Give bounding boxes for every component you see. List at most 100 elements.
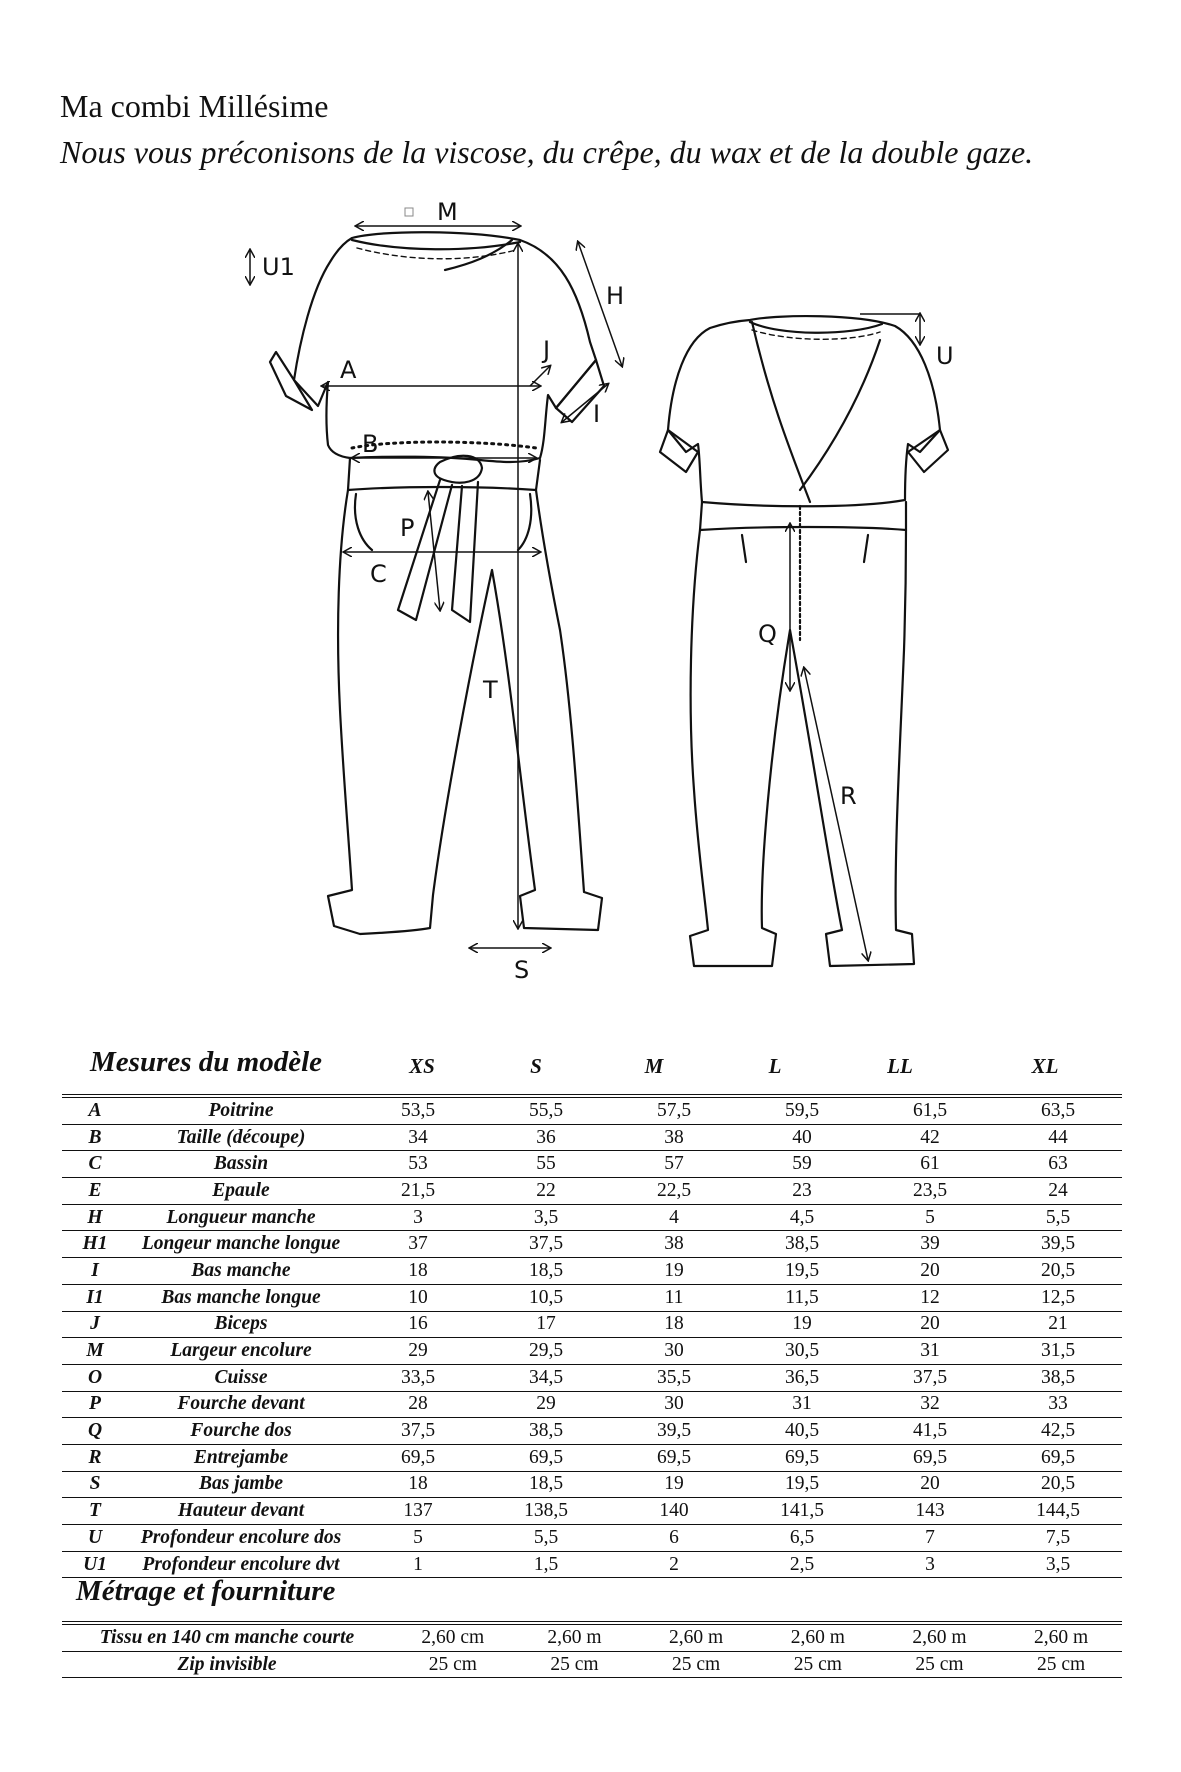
label-i: I [593,400,600,428]
measure-value: 2 [610,1551,738,1579]
measure-value: 53 [354,1150,482,1179]
front-neckline [350,238,522,251]
measure-name: Fourche devant [128,1391,354,1419]
measure-value: 23,5 [866,1177,994,1205]
measure-value: 38 [610,1124,738,1152]
measure-value: 39,5 [994,1230,1122,1259]
fabric-value: 25 cm [513,1651,636,1679]
measure-value: 2,5 [738,1551,866,1579]
measure-value: 69,5 [738,1444,866,1472]
measure-value: 39 [866,1230,994,1259]
label-b: B [362,430,378,458]
measure-value: 144,5 [994,1497,1122,1525]
measure-value: 36 [482,1124,610,1152]
measure-value: 19,5 [738,1471,866,1499]
measure-value: 30 [610,1337,738,1365]
measure-name: Cuisse [128,1364,354,1392]
measure-value: 57,5 [610,1096,738,1125]
measure-value: 63,5 [994,1096,1122,1125]
measure-value: 55 [482,1150,610,1179]
size-header-ll: LL [887,1054,913,1078]
fabric-value: 25 cm [756,1651,879,1679]
measure-value: 16 [354,1311,482,1339]
measure-name: Entrejambe [128,1444,354,1472]
front-left-cuff [268,350,314,412]
measure-value: 40 [738,1124,866,1152]
size-header-m: M [644,1054,664,1078]
measure-value: 53,5 [354,1096,482,1125]
measure-code: O [62,1364,128,1392]
measure-value: 138,5 [482,1497,610,1525]
measure-value: 29 [482,1391,610,1419]
fabric-value: 2,60 m [513,1623,636,1652]
measure-code: B [62,1124,128,1152]
measure-code: C [62,1150,128,1179]
arrow-i [562,384,608,422]
measure-value: 69,5 [354,1444,482,1472]
fabric-title: Métrage et fourniture [76,1575,336,1607]
label-c: C [370,560,387,588]
measure-value: 6 [610,1524,738,1552]
measure-value: 31,5 [994,1337,1122,1365]
back-waistband [698,500,908,532]
back-dart-right [862,533,870,564]
measure-value: 34,5 [482,1364,610,1392]
measure-value: 36,5 [738,1364,866,1392]
measure-value: 31 [866,1337,994,1365]
measure-value: 31 [738,1391,866,1419]
measure-value: 3 [866,1551,994,1579]
measure-code: M [62,1337,128,1365]
size-header-s: S [530,1054,542,1078]
measure-value: 12 [866,1284,994,1312]
measure-value: 20,5 [994,1257,1122,1285]
label-t: T [482,676,498,704]
measure-value: 20 [866,1311,994,1339]
measure-value: 5,5 [482,1524,610,1552]
measure-value: 5,5 [994,1204,1122,1232]
measure-value: 12,5 [994,1284,1122,1312]
measure-value: 18,5 [482,1471,610,1499]
measure-value: 4 [610,1204,738,1232]
measure-name: Longueur manche [128,1204,354,1232]
measure-value: 37,5 [482,1230,610,1259]
fabric-value: 2,60 cm [392,1623,514,1652]
measure-name: Taille (découpe) [128,1124,354,1152]
measure-value: 69,5 [482,1444,610,1472]
measure-code: E [62,1177,128,1205]
measure-value: 22,5 [610,1177,738,1205]
measure-code: P [62,1391,128,1419]
measure-value: 7 [866,1524,994,1552]
measure-value: 38 [610,1230,738,1259]
arrow-p [428,492,440,610]
measure-value: 11,5 [738,1284,866,1312]
measure-value: 5 [354,1524,482,1552]
measure-value: 20 [866,1257,994,1285]
measure-name: Hauteur devant [128,1497,354,1525]
measure-value: 22 [482,1177,610,1205]
jumpsuit-technical-drawing: M U1 H J A I B P C T S U Q R [0,198,954,984]
measure-value: 42 [866,1124,994,1152]
measure-value: 59,5 [738,1096,866,1125]
measure-name: Profondeur encolure dvt [128,1551,354,1579]
measure-name: Bas manche longue [128,1284,354,1312]
measure-name: Biceps [128,1311,354,1339]
measure-code: R [62,1444,128,1472]
measure-value: 69,5 [994,1444,1122,1472]
measure-value: 69,5 [610,1444,738,1472]
fabric-value: 25 cm [635,1651,757,1679]
measure-value: 30,5 [738,1337,866,1365]
measure-value: 32 [866,1391,994,1419]
fabric-value: 2,60 m [635,1623,757,1652]
front-wrap-line [443,238,514,272]
measure-value: 4,5 [738,1204,866,1232]
